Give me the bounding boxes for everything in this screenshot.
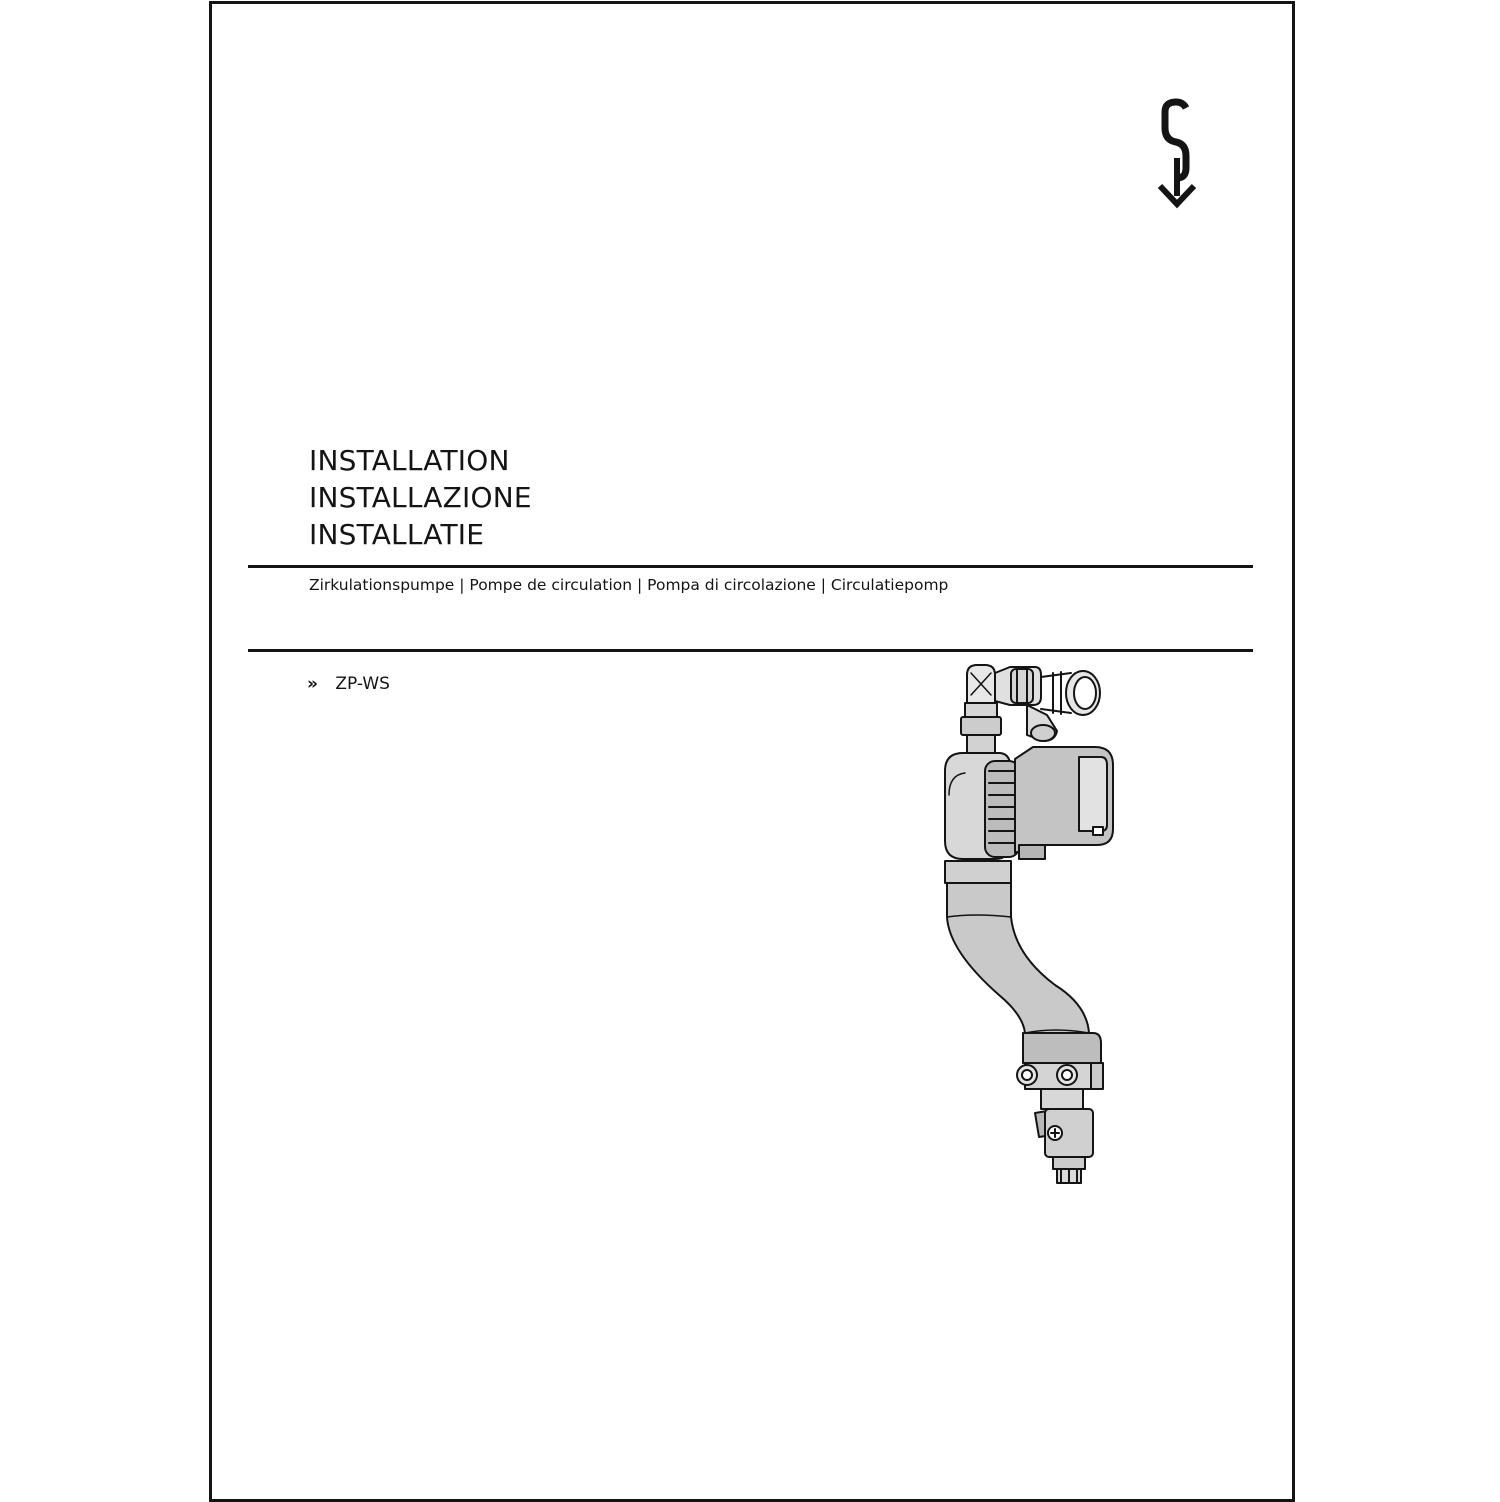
- model-name: ZP-WS: [335, 674, 390, 694]
- brand-logo-icon: [1157, 98, 1197, 209]
- page-frame: [209, 1, 1295, 1502]
- title-line-nl: INSTALLATIE: [309, 518, 485, 551]
- title-line-de: INSTALLATION: [309, 444, 510, 477]
- title-line-it: INSTALLAZIONE: [309, 481, 532, 514]
- divider-top: [248, 565, 1253, 568]
- circulation-pump-illustration: [944, 664, 1114, 1184]
- product-type-subtitle: Zirkulationspumpe | Pompe de circulation…: [309, 576, 949, 594]
- model-bullet: »: [307, 674, 318, 694]
- model-row: » ZP-WS: [307, 673, 390, 695]
- title-block: INSTALLATION INSTALLAZIONE INSTALLATIE: [309, 442, 532, 553]
- divider-bottom: [248, 649, 1253, 652]
